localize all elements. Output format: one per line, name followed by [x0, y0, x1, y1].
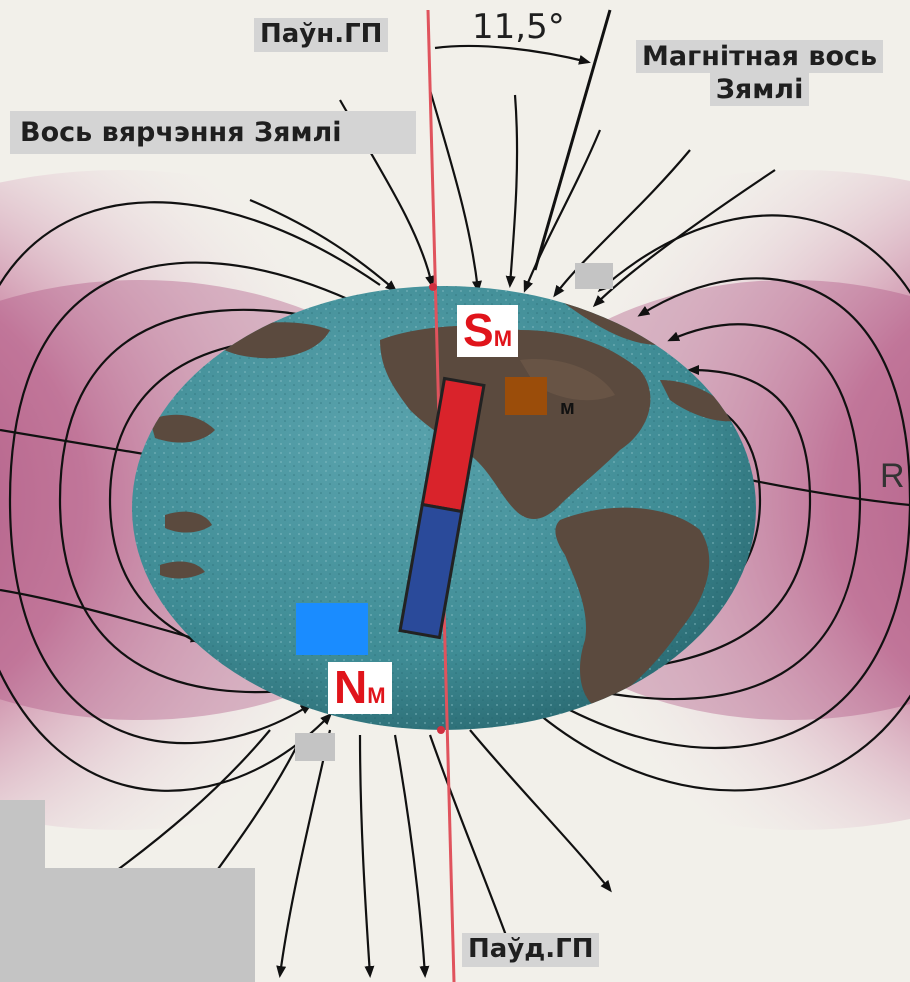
rotation-axis-label: Вось вярчэння Зямлі — [10, 111, 416, 155]
south-magnetic-pole-letter: S — [463, 304, 494, 356]
field-lines-bottom — [87, 729, 612, 978]
magnetic-axis-label-line2: Зямлі — [709, 73, 810, 107]
angle-arc — [434, 44, 591, 65]
small-m-label: м — [560, 397, 575, 419]
magnetic-axis-line — [533, 9, 612, 271]
magnetic-axis-label: Магнітная вось Зямлі — [636, 40, 884, 107]
north-magnetic-pole-subscript: М — [367, 683, 386, 708]
north-geo-pole-label: Паўн.ГП — [254, 18, 389, 52]
right-edge-label: R — [880, 457, 905, 495]
bar-magnet-icon — [398, 376, 486, 640]
gray-patch-corner — [0, 800, 255, 982]
field-lines-top — [249, 89, 776, 308]
brown-marker — [505, 377, 547, 415]
south-geo-pole-label: Паўд.ГП — [462, 933, 600, 967]
north-magnetic-pole-letter: N — [334, 661, 368, 713]
south-magnetic-pole-subscript: М — [493, 326, 513, 351]
north-magnetic-pole-label: NМ — [328, 662, 392, 714]
gray-patch-bottom — [295, 733, 335, 761]
continents — [150, 300, 740, 710]
blue-marker — [296, 603, 368, 655]
south-magnetic-pole-label: SМ — [457, 304, 519, 357]
south-america — [555, 507, 710, 710]
magnetic-axis-label-line1: Магнітная вось — [636, 40, 884, 74]
angle-label: 11,5° — [472, 7, 565, 47]
gray-patch-top — [575, 263, 613, 289]
